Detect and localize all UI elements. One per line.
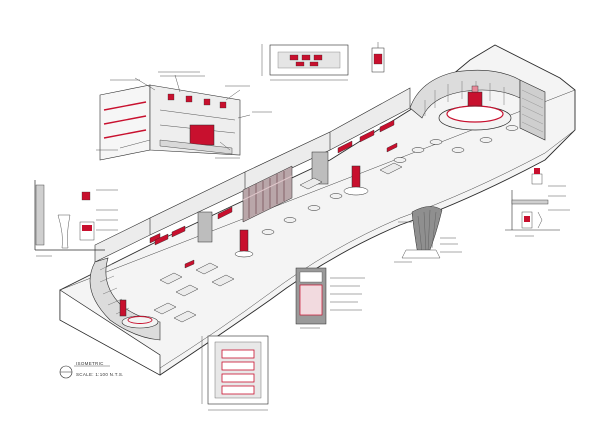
left-bay-shelving — [99, 263, 130, 315]
red-wall-displays — [149, 119, 398, 269]
title-block: ISOMETRIC SCALE: 1:100 N.T.S. — [59, 361, 124, 379]
counter-red-front — [189, 124, 215, 146]
display-panel-detail — [295, 267, 365, 329]
partition-wall-1 — [197, 211, 213, 243]
left-oval-counter — [121, 315, 159, 329]
cone-fixture-detail — [394, 206, 462, 263]
right-end-wall — [519, 79, 546, 141]
wall-elevation-bottom — [201, 335, 269, 411]
counter-perspective — [96, 71, 272, 161]
shelf-section-right — [505, 168, 570, 237]
partition-wall-2 — [311, 151, 329, 185]
title-block-line1: ISOMETRIC — [76, 361, 104, 366]
back-wall — [94, 87, 411, 263]
gondola-units — [153, 162, 403, 323]
isometric-store-plan — [59, 44, 576, 376]
wall-elevation-top — [261, 42, 385, 81]
handwritten-callouts — [96, 71, 272, 159]
slab-left-face — [59, 289, 161, 376]
title-block-line2: SCALE: 1:100 N.T.S. — [76, 372, 124, 377]
side-section-left — [34, 180, 118, 257]
right-end-slats — [521, 89, 544, 133]
red-totem-displays — [119, 165, 369, 317]
central-oval-counter — [438, 85, 512, 131]
graphic-mural-panel — [242, 165, 293, 223]
round-display-tables — [261, 125, 519, 235]
